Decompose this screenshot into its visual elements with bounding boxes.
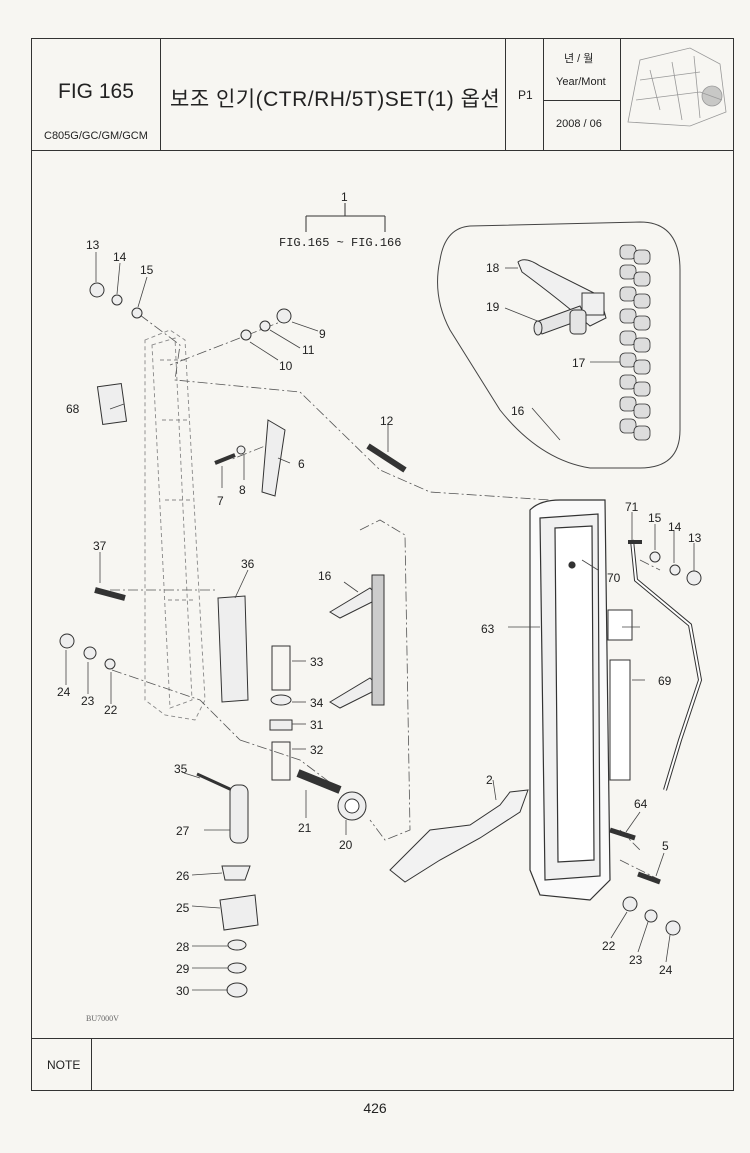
drawing-code: BU7000V (86, 1014, 119, 1023)
callout-35: 35 (174, 762, 188, 776)
note-label: NOTE (47, 1058, 81, 1072)
callout-8: 8 (239, 483, 246, 497)
callout-63: 63 (481, 622, 495, 636)
year-month-label-ko: 년 / 월 (564, 53, 594, 65)
callout-15: 15 (140, 263, 154, 277)
fig-number: FIG 165 (58, 80, 134, 103)
callout-15-right: 15 (648, 511, 662, 525)
header-col-divider-4 (620, 38, 621, 150)
pin-19 (533, 305, 587, 336)
callout-18: 18 (486, 261, 500, 275)
callout-26: 26 (176, 869, 190, 883)
callout-24-right: 24 (659, 963, 673, 977)
callout-30: 30 (176, 984, 190, 998)
note-col-divider (91, 1038, 92, 1091)
fig-range: FIG.165 ~ FIG.166 (279, 236, 401, 250)
callout-14-right: 14 (668, 520, 682, 534)
model-list: C805G/GC/GM/GCM (44, 130, 148, 142)
header-col-divider-3 (543, 38, 544, 150)
callout-1: 1 (341, 190, 348, 204)
callout-36: 36 (241, 557, 255, 571)
guard-finger-18 (517, 259, 607, 327)
callout-28: 28 (176, 940, 190, 954)
header-row-divider (31, 150, 734, 151)
callout-33: 33 (310, 655, 324, 669)
callout-19: 19 (486, 300, 500, 314)
callout-23-right: 23 (629, 953, 643, 967)
callout-71: 71 (625, 500, 639, 514)
callout-7: 7 (217, 494, 224, 508)
callout-14: 14 (113, 250, 127, 264)
callout-69: 69 (658, 674, 672, 688)
callout-34: 34 (310, 696, 324, 710)
callout-64: 64 (634, 797, 648, 811)
assembly-bracket (305, 203, 386, 232)
callout-5: 5 (662, 839, 669, 853)
callout-16-detail: 16 (511, 404, 525, 418)
page-number: 426 (363, 1100, 387, 1116)
detail-bubble (437, 221, 681, 469)
callout-2: 2 (486, 773, 493, 787)
callout-10: 10 (279, 359, 293, 373)
callout-12: 12 (380, 414, 394, 428)
page-code: P1 (518, 88, 533, 102)
callout-21: 21 (298, 821, 312, 835)
left-frame-ghost (144, 329, 206, 721)
knife-2 (389, 789, 529, 883)
callout-24-left: 24 (57, 685, 71, 699)
callout-labels: 2 5 6 7 8 9 10 11 12 13 14 15 16 17 18 1… (57, 238, 702, 998)
callout-22-right: 22 (602, 939, 616, 953)
callout-20: 20 (339, 838, 353, 852)
callout-70: 70 (607, 571, 621, 585)
header-col-divider-2 (505, 38, 506, 150)
callout-6: 6 (298, 457, 305, 471)
footer-row-divider (31, 1038, 734, 1039)
callout-68: 68 (66, 402, 80, 416)
chain-part-17 (619, 244, 651, 441)
guard-fingers-16 (329, 574, 385, 709)
callout-11: 11 (302, 343, 315, 357)
panel-63 (529, 499, 611, 901)
leader-lines (65, 252, 695, 991)
callout-17: 17 (572, 356, 586, 370)
date-divider (543, 100, 620, 101)
callout-29: 29 (176, 962, 190, 976)
revision-date: 2008 / 06 (556, 118, 602, 130)
callout-25: 25 (176, 901, 190, 915)
callout-13: 13 (86, 238, 100, 252)
callout-27: 27 (176, 824, 190, 838)
header-col-divider-1 (160, 38, 161, 150)
page-title: 보조 인기(CTR/RH/5T)SET(1) 옵션 (170, 88, 501, 111)
callout-31: 31 (310, 718, 324, 732)
callout-22-left: 22 (104, 703, 118, 717)
decal-group (607, 609, 633, 781)
page-frame (31, 38, 734, 1091)
machine-thumbnail (627, 47, 727, 127)
callout-32: 32 (310, 743, 324, 757)
callout-9: 9 (319, 327, 326, 341)
callout-23-left: 23 (81, 694, 95, 708)
year-month-label-en: Year/Mont (556, 76, 606, 88)
callout-37: 37 (93, 539, 107, 553)
callout-16-mid: 16 (318, 569, 332, 583)
callout-13-right: 13 (688, 531, 702, 545)
